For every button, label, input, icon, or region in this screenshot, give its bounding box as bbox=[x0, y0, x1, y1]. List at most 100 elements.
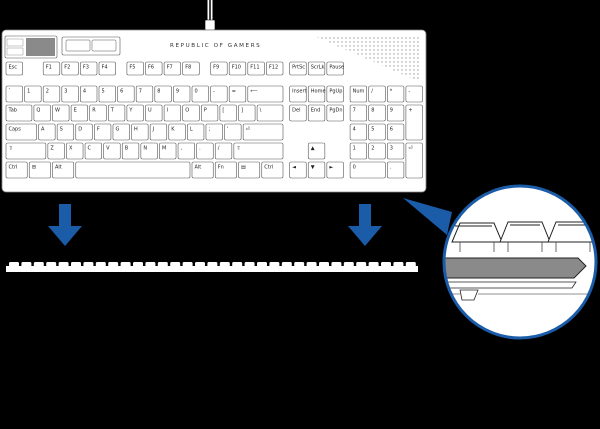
keycap-side bbox=[182, 262, 193, 267]
keycap-side bbox=[71, 262, 81, 267]
key-label: 6 bbox=[120, 89, 123, 95]
key-label: S bbox=[60, 127, 63, 133]
key-label: F10 bbox=[232, 65, 241, 71]
key bbox=[42, 61, 61, 76]
key bbox=[307, 142, 326, 160]
key bbox=[349, 142, 368, 160]
keycap-side bbox=[331, 262, 342, 267]
keycap-side bbox=[133, 262, 143, 267]
down-arrow-icon bbox=[48, 204, 82, 246]
key bbox=[5, 123, 37, 141]
key bbox=[210, 61, 228, 76]
key-label: F6 bbox=[148, 65, 154, 71]
key bbox=[98, 85, 116, 103]
key-label: V bbox=[106, 146, 110, 152]
key bbox=[145, 61, 163, 76]
media-panel bbox=[4, 35, 121, 59]
key bbox=[5, 161, 28, 179]
keycap-side bbox=[244, 262, 255, 267]
key-label: End bbox=[311, 108, 321, 114]
key-label: ▼ bbox=[311, 165, 315, 171]
key-label: 0 bbox=[195, 89, 198, 95]
key-label: G bbox=[115, 127, 119, 133]
key-label: 8 bbox=[157, 89, 160, 95]
key-label: Esc bbox=[9, 65, 18, 71]
keycap-side bbox=[9, 262, 19, 267]
key bbox=[349, 161, 386, 179]
key-label: F5 bbox=[129, 65, 135, 71]
keycap-side bbox=[405, 262, 416, 267]
key-label: 5 bbox=[371, 127, 374, 133]
key bbox=[168, 123, 186, 141]
key-label: Insert bbox=[292, 89, 306, 95]
keycap-side bbox=[294, 262, 305, 267]
key bbox=[368, 85, 386, 103]
keycap-side bbox=[207, 262, 218, 267]
key-label: F1 bbox=[46, 65, 52, 71]
key bbox=[89, 104, 107, 122]
key bbox=[52, 104, 70, 122]
oled-display bbox=[26, 38, 55, 56]
key-label: Y bbox=[128, 108, 133, 114]
key bbox=[182, 61, 200, 76]
down-arrow-icon bbox=[348, 204, 382, 246]
key bbox=[219, 104, 237, 122]
key-label: Num bbox=[353, 89, 365, 95]
key-label: F2 bbox=[64, 65, 70, 71]
keycap-side bbox=[157, 262, 168, 267]
key bbox=[386, 161, 405, 179]
keycap-side bbox=[257, 262, 267, 267]
key bbox=[5, 104, 33, 122]
keycap-side bbox=[145, 262, 156, 267]
key bbox=[289, 61, 307, 76]
key-label: ⇧ bbox=[9, 146, 13, 152]
key-label: - bbox=[213, 89, 215, 95]
key-label: T bbox=[110, 108, 115, 114]
keycap-side bbox=[120, 262, 131, 267]
key bbox=[214, 161, 237, 179]
key-label: Del bbox=[292, 108, 300, 114]
key bbox=[238, 104, 256, 122]
media-button bbox=[91, 39, 117, 52]
key-label: 7 bbox=[353, 108, 356, 114]
keyboard-side-view bbox=[6, 262, 418, 272]
key bbox=[368, 142, 386, 160]
key bbox=[103, 142, 121, 160]
key-label: U bbox=[148, 108, 152, 114]
key bbox=[131, 123, 149, 141]
key bbox=[126, 61, 144, 76]
key-label: 2 bbox=[46, 89, 49, 95]
key-label: F bbox=[97, 127, 100, 133]
key-label: A bbox=[41, 127, 45, 133]
key bbox=[5, 61, 23, 76]
key bbox=[52, 161, 75, 179]
key-label: Home bbox=[311, 89, 326, 95]
key bbox=[228, 85, 247, 103]
key bbox=[386, 85, 405, 103]
key-label: ScrLk bbox=[311, 65, 325, 71]
keycap-profile bbox=[9, 262, 416, 267]
usb-cable bbox=[204, 0, 216, 31]
key bbox=[307, 61, 326, 76]
key bbox=[386, 142, 405, 160]
key bbox=[28, 161, 51, 179]
key-label: ⇧ bbox=[236, 146, 240, 152]
keycap-side bbox=[83, 262, 94, 267]
key bbox=[149, 123, 168, 141]
key-label: ` bbox=[9, 89, 12, 95]
key bbox=[289, 161, 307, 179]
key bbox=[145, 104, 163, 122]
key bbox=[108, 104, 126, 122]
key bbox=[191, 85, 209, 103]
key bbox=[196, 142, 214, 160]
key-label: Fn bbox=[218, 165, 224, 171]
key-label: H bbox=[134, 127, 138, 133]
key bbox=[326, 61, 344, 76]
key bbox=[94, 123, 112, 141]
key bbox=[98, 61, 116, 76]
key-label: 2 bbox=[371, 146, 374, 152]
key-label: F7 bbox=[167, 65, 173, 71]
key bbox=[210, 85, 228, 103]
key bbox=[5, 85, 23, 103]
